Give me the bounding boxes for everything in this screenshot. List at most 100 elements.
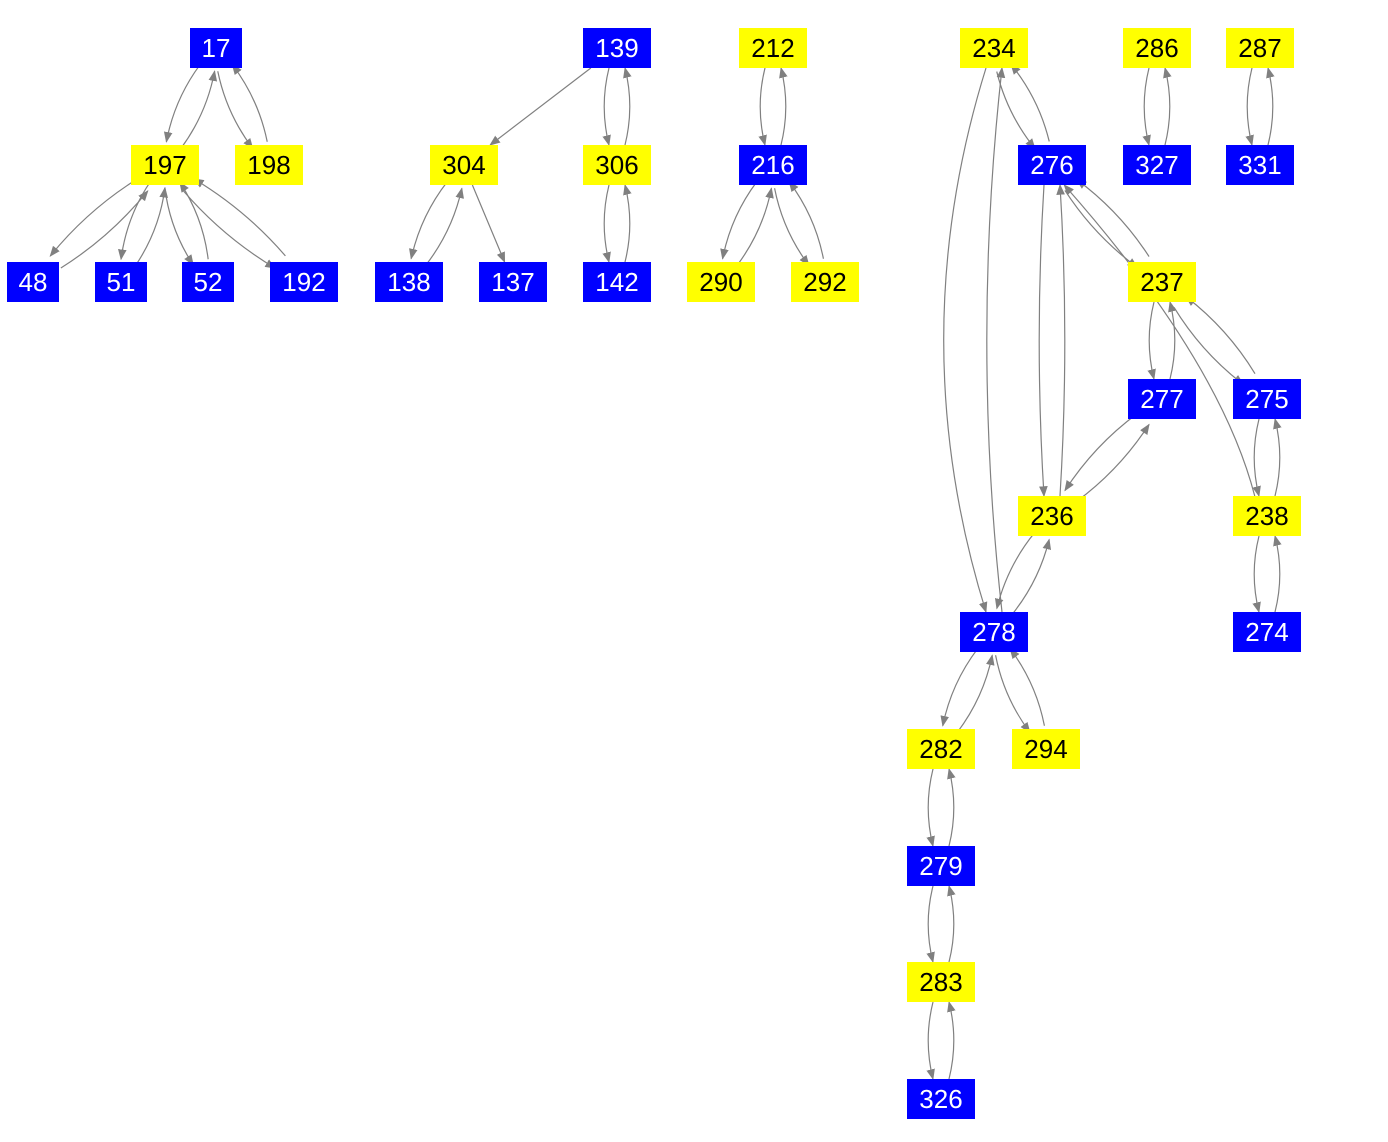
node-label: 327 [1135,150,1178,180]
node-label: 326 [919,1084,962,1114]
node-label: 234 [972,33,1015,63]
node-274[interactable]: 274 [1233,612,1301,652]
edge-304-to-137 [471,184,506,263]
node-label: 306 [595,150,638,180]
edge-52-to-197 [179,181,209,260]
edge-306-to-142 [602,184,611,264]
edge-234-to-278 [943,67,988,614]
node-box [375,262,443,302]
node-198[interactable]: 198 [235,145,303,185]
node-label: 279 [919,851,962,881]
node-290[interactable]: 290 [687,262,755,302]
edge-216-to-292 [773,188,810,267]
node-box [907,729,975,769]
node-box [1233,496,1301,536]
node-51[interactable]: 51 [95,262,147,302]
node-label: 276 [1030,150,1073,180]
node-306[interactable]: 306 [583,145,651,185]
edge-197-to-51 [118,181,151,261]
node-17[interactable]: 17 [190,28,242,68]
edge-237-to-276 [1075,178,1150,257]
edge-275-to-238 [1252,418,1261,498]
node-box [687,262,755,302]
node-label: 238 [1245,501,1288,531]
node-box [1128,262,1196,302]
node-294[interactable]: 294 [1012,729,1080,769]
node-label: 216 [751,150,794,180]
node-box [182,262,234,302]
node-331[interactable]: 331 [1226,145,1294,185]
node-238[interactable]: 238 [1233,496,1301,536]
node-48[interactable]: 48 [7,262,59,302]
node-box [270,262,338,302]
node-278[interactable]: 278 [960,612,1028,652]
edge-327-to-286 [1163,66,1172,146]
node-236[interactable]: 236 [1018,496,1086,536]
node-304[interactable]: 304 [430,145,498,185]
node-box [1123,145,1191,185]
edge-286-to-327 [1142,67,1151,147]
node-52[interactable]: 52 [182,262,234,302]
node-275[interactable]: 275 [1233,379,1301,419]
node-box [1012,729,1080,769]
node-label: 275 [1245,384,1288,414]
node-142[interactable]: 142 [583,262,651,302]
edge-237-to-277 [1147,301,1156,381]
node-label: 52 [194,267,223,297]
node-234[interactable]: 234 [960,28,1028,68]
edge-278-to-236 [1010,538,1052,616]
node-label: 139 [595,33,638,63]
node-326[interactable]: 326 [907,1079,975,1119]
edge-216-to-212 [779,66,788,146]
node-box [479,262,547,302]
node-box [1226,145,1294,185]
edge-279-to-282 [947,767,956,847]
node-212[interactable]: 212 [739,28,807,68]
edge-238-to-275 [1273,417,1282,497]
node-label: 51 [107,267,136,297]
node-286[interactable]: 286 [1123,28,1191,68]
node-277[interactable]: 277 [1128,379,1196,419]
node-138[interactable]: 138 [375,262,443,302]
edge-278-to-294 [994,655,1031,734]
edge-197-to-192 [183,190,277,269]
node-box [791,262,859,302]
node-box [739,145,807,185]
node-label: 282 [919,734,962,764]
node-139[interactable]: 139 [583,28,651,68]
node-279[interactable]: 279 [907,846,975,886]
node-label: 212 [751,33,794,63]
edge-276-to-234 [1010,63,1050,142]
edge-237-to-275 [1173,307,1244,386]
node-label: 290 [699,267,742,297]
edge-287-to-331 [1245,67,1254,147]
node-292[interactable]: 292 [791,262,859,302]
edge-276-to-236 [1038,184,1048,498]
node-197[interactable]: 197 [131,145,199,185]
node-287[interactable]: 287 [1226,28,1294,68]
node-box [583,262,651,302]
edge-51-to-197 [135,186,168,266]
node-237[interactable]: 237 [1128,262,1196,302]
node-box [1233,612,1301,652]
node-137[interactable]: 137 [479,262,547,302]
node-box [1018,145,1086,185]
node-283[interactable]: 283 [907,962,975,1002]
node-276[interactable]: 276 [1018,145,1086,185]
node-box [1226,28,1294,68]
edge-283-to-326 [926,1001,935,1081]
edge-278-to-234 [986,66,1006,613]
node-216[interactable]: 216 [739,145,807,185]
node-label: 287 [1238,33,1281,63]
node-box [1128,379,1196,419]
edge-142-to-306 [623,183,632,263]
node-282[interactable]: 282 [907,729,975,769]
node-192[interactable]: 192 [270,262,338,302]
node-box [190,28,242,68]
node-box [583,28,651,68]
edge-306-to-139 [623,66,632,146]
node-327[interactable]: 327 [1123,145,1191,185]
node-label: 192 [282,267,325,297]
edge-192-to-197 [192,178,286,257]
